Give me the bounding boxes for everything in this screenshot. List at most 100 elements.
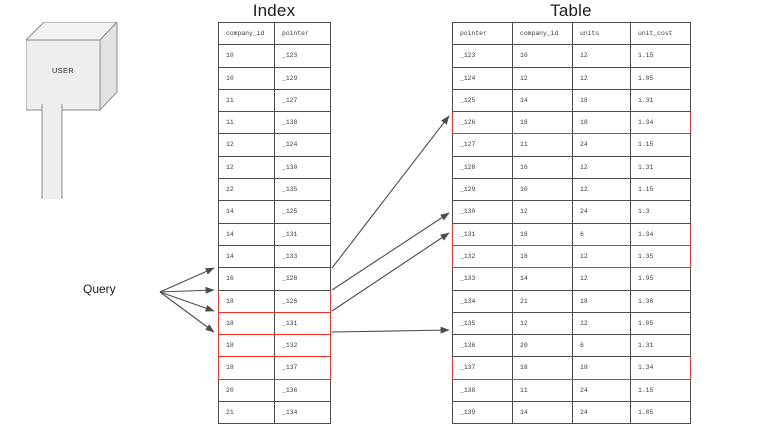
table-cell-pointer: _137 xyxy=(452,356,513,380)
table-cell-pointer: _135 xyxy=(452,311,513,336)
table-cell-pointer: _125 xyxy=(452,88,513,113)
index-cell-company-id: 11 xyxy=(218,111,275,135)
table-cell-units: 18 xyxy=(572,289,631,313)
index-cell-pointer: _124 xyxy=(274,133,331,157)
user-cube xyxy=(26,22,118,112)
table-cell-company-id: 18 xyxy=(512,244,573,269)
table-cell-company-id: 16 xyxy=(512,155,573,180)
table-cell-units: 6 xyxy=(572,334,631,358)
table-cell-unit-cost: 1.15 xyxy=(630,133,691,157)
index-cell-pointer: _132 xyxy=(274,334,331,358)
table-cell-pointer: _138 xyxy=(452,378,513,403)
table-cell-unit-cost: 1.15 xyxy=(630,44,691,68)
index-cell-pointer: _127 xyxy=(274,88,331,113)
table-cell-unit-cost: 1.34 xyxy=(630,356,691,380)
index-cell-company-id: 14 xyxy=(218,200,275,224)
table-cell-unit-cost: 1.35 xyxy=(630,244,691,269)
table-cell-company-id: 10 xyxy=(512,44,573,68)
index-header-company-id: company_id xyxy=(218,21,275,46)
table-cell-pointer: _136 xyxy=(452,334,513,358)
index-cell-pointer: _128 xyxy=(274,267,331,291)
table-cell-unit-cost: 1.36 xyxy=(630,289,691,313)
table-header-row: pointer company_id units unit_cost xyxy=(452,21,691,46)
index-row: 18_126 xyxy=(218,289,331,313)
table-cell-company-id: 14 xyxy=(512,401,573,424)
table-cell-pointer: _126 xyxy=(452,111,513,135)
table-cell-company-id: 12 xyxy=(512,200,573,224)
table-cell-units: 12 xyxy=(572,66,631,90)
table-cell-pointer: _131 xyxy=(452,222,513,246)
index-title: Index xyxy=(252,1,296,20)
index-cell-company-id: 18 xyxy=(218,334,275,358)
table-cell-company-id: 11 xyxy=(512,378,573,403)
index-cell-pointer: _130 xyxy=(274,155,331,180)
table-cell-unit-cost: 1.15 xyxy=(630,378,691,403)
index-header-row: company_id pointer xyxy=(218,21,331,46)
index-row: 12_130 xyxy=(218,155,331,180)
table-cell-unit-cost: 1.31 xyxy=(630,334,691,358)
table-cell-unit-cost: 1.05 xyxy=(630,311,691,336)
index-cell-company-id: 14 xyxy=(218,244,275,269)
index-cell-company-id: 10 xyxy=(218,44,275,68)
index-to-table-arrows xyxy=(331,115,450,334)
index-cell-company-id: 18 xyxy=(218,311,275,336)
table-cell-pointer: _123 xyxy=(452,44,513,68)
table-cell-units: 24 xyxy=(572,378,631,403)
table-header-unit-cost: unit_cost xyxy=(630,21,691,46)
index-cell-pointer: _129 xyxy=(274,66,331,90)
index-cell-company-id: 11 xyxy=(218,88,275,113)
table-cell-units: 12 xyxy=(572,44,631,68)
index-cell-pointer: _135 xyxy=(274,178,331,202)
table-cell-unit-cost: 1.31 xyxy=(630,88,691,113)
table-cell-units: 12 xyxy=(572,244,631,269)
table-cell-unit-cost: 1.34 xyxy=(630,111,691,135)
index-cell-pointer: _133 xyxy=(274,244,331,269)
index-row: 21_134 xyxy=(218,401,331,424)
index-cell-company-id: 10 xyxy=(218,66,275,90)
table-header-units: units xyxy=(572,21,631,46)
table-cell-pointer: _134 xyxy=(452,289,513,313)
table-cell-units: 18 xyxy=(572,111,631,135)
table-cell-pointer: _133 xyxy=(452,267,513,291)
table-cell-unit-cost: 1.95 xyxy=(630,267,691,291)
table-cell-pointer: _124 xyxy=(452,66,513,90)
index-row: 10_123 xyxy=(218,44,331,68)
index-cell-pointer: _137 xyxy=(274,356,331,380)
index-row: 14_125 xyxy=(218,200,331,224)
table-cell-company-id: 21 xyxy=(512,289,573,313)
index-row: 20_136 xyxy=(218,378,331,403)
table-header-pointer: pointer xyxy=(452,21,513,46)
table-cell-pointer: _132 xyxy=(452,244,513,269)
index-cell-company-id: 20 xyxy=(218,378,275,403)
table-cell-units: 6 xyxy=(572,222,631,246)
table-cell-company-id: 18 xyxy=(512,356,573,380)
index-cell-pointer: _138 xyxy=(274,111,331,135)
index-cell-company-id: 18 xyxy=(218,356,275,380)
table-cell-units: 12 xyxy=(572,311,631,336)
table-cell-unit-cost: 1.05 xyxy=(630,66,691,90)
index-cell-pointer: _126 xyxy=(274,289,331,313)
table-cell-units: 12 xyxy=(572,267,631,291)
table-cell-pointer: _127 xyxy=(452,133,513,157)
index-row: 14_133 xyxy=(218,244,331,269)
index-cell-company-id: 21 xyxy=(218,401,275,424)
index-cell-company-id: 18 xyxy=(218,289,275,313)
index-row: 12_124 xyxy=(218,133,331,157)
table-cell-pointer: _139 xyxy=(452,401,513,424)
index-cell-company-id: 16 xyxy=(218,267,275,291)
table-cell-unit-cost: 1.15 xyxy=(630,178,691,202)
